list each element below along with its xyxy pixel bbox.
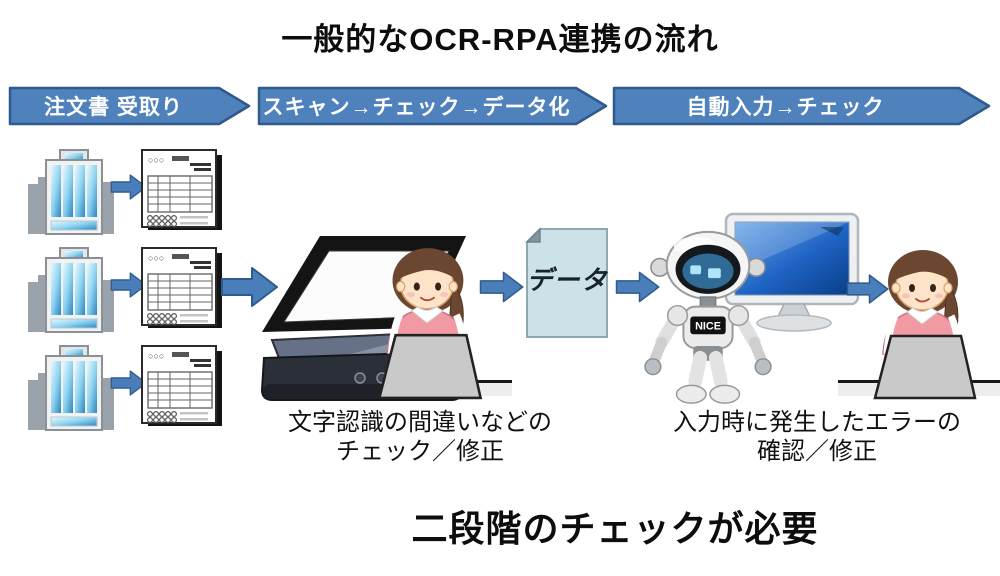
svg-text:○○○: ○○○ [148, 155, 164, 165]
caption-rpa-check-line2: 確認／修正 [757, 438, 877, 465]
office-building-icon [28, 247, 114, 333]
female-operator-icon [377, 248, 483, 400]
office-building-icon [28, 345, 114, 431]
flow-arrow-icon [110, 272, 147, 298]
female-operator-icon [873, 250, 977, 400]
caption-ocr-check: 文字認識の間違いなどの チェック／修正 [250, 408, 590, 466]
svg-text:○○○: ○○○ [148, 253, 164, 263]
order-form-icon: ○○○ [141, 149, 222, 230]
robot-chest-label: NICE [695, 320, 721, 332]
banner-shape-scan-check [257, 86, 608, 126]
flow-arrow-icon [615, 271, 660, 303]
caption-ocr-check-line1: 文字認識の間違いなどの [288, 409, 552, 436]
banner-scan-check-digitize: スキャン→チェック→データ化 [262, 96, 571, 119]
banner-shape-receive-order [8, 86, 251, 126]
svg-text:○○○: ○○○ [148, 351, 164, 361]
page-title: 一般的なOCR-RPA連携の流れ [281, 22, 719, 57]
flow-arrow-icon [110, 174, 147, 200]
banner-receive-order: 注文書 受取り [44, 96, 183, 119]
flow-arrow-icon [846, 274, 889, 304]
office-building-icon [28, 149, 114, 235]
data-page-label: データ [526, 264, 608, 295]
banner-auto-input-check: 自動入力→チェック [686, 96, 885, 119]
footer-message: 二段階のチェックが必要 [411, 508, 819, 549]
caption-rpa-check: 入力時に発生したエラーの 確認／修正 [647, 408, 987, 466]
flow-arrow-icon [479, 271, 524, 303]
caption-rpa-check-line1: 入力時に発生したエラーの [673, 409, 961, 436]
order-form-icon: ○○○ [141, 345, 222, 426]
rpa-robot-icon: NICE [644, 230, 772, 404]
data-file-icon [525, 227, 608, 338]
flow-arrow-icon [221, 267, 278, 307]
caption-ocr-check-line2: チェック／修正 [336, 438, 504, 465]
banner-shape-auto-input [612, 86, 991, 126]
flow-arrow-icon [110, 370, 147, 396]
order-form-icon: ○○○ [141, 247, 222, 328]
